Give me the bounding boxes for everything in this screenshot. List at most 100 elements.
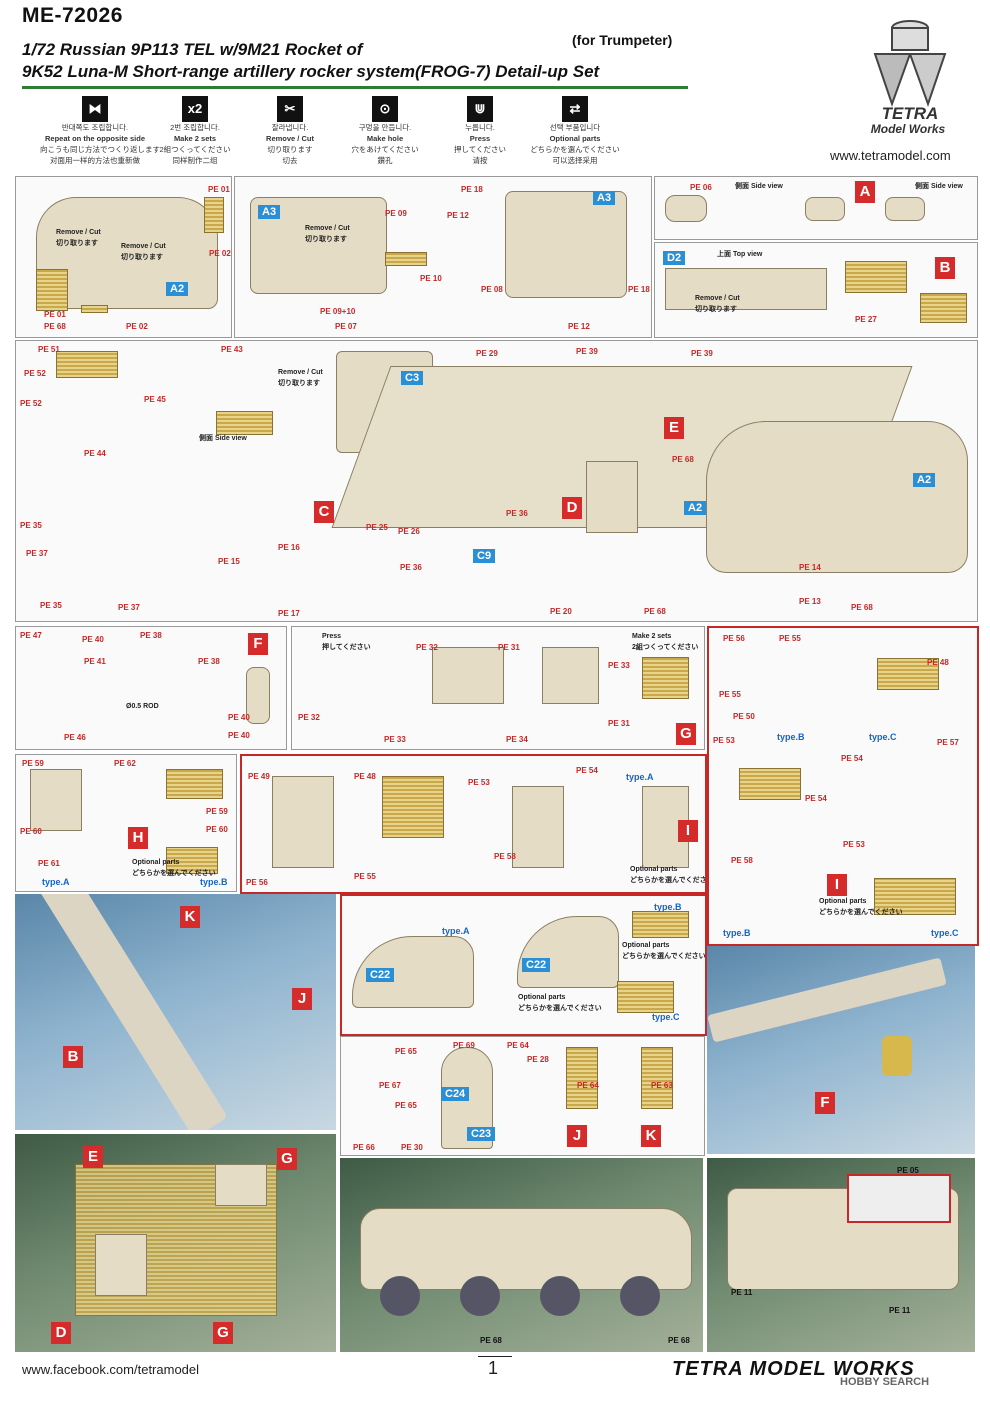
part-label: PE 05 — [897, 1166, 919, 1175]
frame-part — [512, 786, 564, 868]
part-label: PE 11 — [889, 1306, 911, 1315]
logo-subtitle: Model Works — [870, 122, 946, 136]
kit-badge: C23 — [467, 1127, 496, 1141]
part-label: PE 65 — [395, 1047, 417, 1056]
photo-vehicle-side: PE 68 PE 68 — [340, 1158, 703, 1352]
part-label: PE 26 — [398, 527, 420, 536]
legend-text: Repeat on the opposite side — [44, 134, 145, 143]
side-view-note: 側面 Side view — [915, 183, 963, 190]
part-label: PE 36 — [400, 563, 422, 572]
part-label: PE 64 — [577, 1081, 599, 1090]
legend-text: 向こうも同じ方法でつくり返します — [40, 145, 160, 154]
page-number: 1 — [488, 1358, 499, 1378]
part-label: PE 38 — [198, 657, 220, 666]
rocket-shape — [35, 894, 228, 1130]
photo-deck-detail: E G D G — [15, 1134, 336, 1352]
part-label: PE 60 — [20, 827, 42, 836]
part-label: PE 49 — [248, 772, 270, 781]
cut-icon: ✂ — [277, 96, 303, 122]
part-label: PE 07 — [335, 322, 357, 331]
optional-note: どちらかを選んでください — [819, 909, 903, 916]
step-panel-cab: PE 09 PE 10 PE 09+10 PE 07 PE 18 PE 12 P… — [234, 176, 652, 338]
part-label: PE 53 — [843, 840, 865, 849]
pe-part — [805, 197, 845, 221]
legend-text: 穴をあけてください — [351, 145, 419, 154]
step-panel-jk: PE 65 PE 67 PE 65 PE 66 PE 30 PE 69 PE 6… — [340, 1036, 705, 1156]
legend-text: 切去 — [282, 156, 298, 165]
optional-note: Optional parts — [819, 898, 867, 905]
photo-crane-hook: F — [707, 946, 975, 1154]
pe-mesh — [56, 351, 118, 378]
make-two-note: 2組つくってください — [632, 644, 699, 651]
wheel-shape — [460, 1276, 500, 1316]
part-label: PE 38 — [140, 631, 162, 640]
part-label: PE 02 — [126, 322, 148, 331]
part-label: PE 40 — [228, 713, 250, 722]
legend-text: 可以选择采用 — [552, 156, 598, 165]
part-label: PE 01 — [208, 185, 230, 194]
group-badge: G — [277, 1148, 297, 1170]
pe-mesh — [166, 847, 218, 874]
part-label: PE 09 — [385, 209, 407, 218]
hull-part — [706, 421, 968, 573]
part-label: PE 43 — [221, 345, 243, 354]
part-label: PE 29 — [476, 349, 498, 358]
pe-part — [665, 195, 707, 222]
facebook-url[interactable]: www.facebook.com/tetramodel — [22, 1362, 200, 1377]
remove-note: Remove / Cut — [695, 295, 740, 302]
pe-mesh — [617, 981, 674, 1013]
website-url[interactable]: www.tetramodel.com — [830, 148, 951, 163]
group-badge: B — [63, 1046, 83, 1068]
part-label: PE 39 — [576, 347, 598, 356]
part-label: PE 55 — [719, 690, 741, 699]
cab-part — [505, 191, 627, 298]
legend-text: 请按 — [472, 156, 488, 165]
box-part — [215, 1164, 267, 1206]
part-label: PE 52 — [20, 399, 42, 408]
part-label: PE 13 — [799, 597, 821, 606]
part-label: PE 67 — [379, 1081, 401, 1090]
watermark: HOBBY SEARCH — [840, 1376, 930, 1388]
optional-note: Optional parts — [622, 942, 670, 949]
part-label: PE 18 — [461, 185, 483, 194]
optional-note: Optional parts — [132, 859, 180, 866]
legend-text: Make hole — [366, 134, 404, 143]
step-panel-chassis: PE 51 PE 52 PE 52 PE 44 PE 45 PE 43 PE 3… — [15, 340, 978, 622]
mirror-icon: ⧓ — [82, 96, 108, 122]
group-badge: D — [562, 497, 582, 519]
step-panel-side-a: PE 06 側面 Side view 側面 Side view A — [654, 176, 978, 240]
frame-part — [665, 268, 827, 310]
side-view-note: 側面 Side view — [735, 183, 783, 190]
for-kit-note: (for Trumpeter) — [572, 32, 673, 48]
part-label: PE 68 — [480, 1336, 502, 1345]
press-note: Press — [322, 633, 342, 640]
part-label: PE 50 — [733, 712, 755, 721]
part-label: PE 68 — [644, 607, 666, 616]
legend-text: Press — [469, 134, 491, 143]
box-part — [586, 461, 638, 533]
part-label: PE 62 — [114, 759, 136, 768]
optional-note: どちらかを選んでください — [622, 953, 706, 960]
step-panel-fenders: PE 01 PE 02 PE 01 PE 68 PE 02 A2 Remove … — [15, 176, 232, 338]
type-label: type.A — [626, 772, 654, 782]
part-label: PE 30 — [401, 1143, 423, 1152]
make-two-note: Make 2 sets — [632, 633, 672, 640]
pe-mesh — [382, 776, 444, 838]
part-label: PE 39 — [691, 349, 713, 358]
cab-part — [250, 197, 387, 294]
tetra-logo-icon: TETRA — [873, 20, 947, 123]
legend-text: 2組つくってください — [159, 145, 231, 154]
part-label: PE 61 — [38, 859, 60, 868]
press-note: 押してください — [322, 644, 371, 651]
part-label: PE 68 — [668, 1336, 690, 1345]
part-label: PE 51 — [38, 345, 60, 354]
part-label: PE 66 — [353, 1143, 375, 1152]
wheel-shape — [620, 1276, 660, 1316]
kit-badge: C22 — [522, 958, 551, 972]
part-label: PE 56 — [723, 634, 745, 643]
pe-mesh — [920, 293, 967, 323]
kit-badge: A2 — [913, 473, 936, 487]
part-label: PE 12 — [568, 322, 590, 331]
legend-text: 누릅니다. — [465, 123, 495, 132]
kit-badge: A3 — [593, 191, 616, 205]
